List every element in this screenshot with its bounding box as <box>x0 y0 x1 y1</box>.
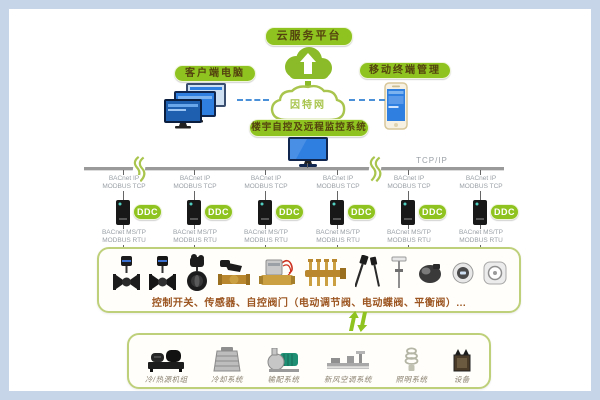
workstation-monitor-icon <box>288 137 328 169</box>
building-systems-box: 冷/热源机组 冷却系统 <box>127 333 491 389</box>
ddc-controller-icon <box>330 200 344 225</box>
smartphone-icon <box>384 82 408 130</box>
client-pc-label: 客户端电脑 <box>174 65 256 82</box>
system-item-distribution: 输配系统 <box>267 338 301 385</box>
tcpip-bus-line <box>84 167 504 171</box>
system-item-label: 设备 <box>453 375 470 384</box>
field-devices-box: 控制开关、传感器、自控阀门（电动调节阀、电动蝶阀、平衡阀）... <box>97 247 521 313</box>
system-item-chiller: 冷/热源机组 <box>145 338 188 385</box>
temperature-probes-icon <box>355 255 380 288</box>
manifold-icon <box>305 259 346 286</box>
flow-device-icon <box>483 261 507 285</box>
control-valve-icon <box>113 256 140 290</box>
ball-valve-icon <box>218 260 250 285</box>
system-item-equipment: 设备 <box>451 338 473 385</box>
system-item-label: 新风空调系统 <box>324 375 372 384</box>
system-item-label: 照明系统 <box>395 375 428 384</box>
ddc-controller-icon <box>401 200 415 225</box>
internet-cloud-icon <box>270 84 346 122</box>
damper-actuator-icon <box>419 264 441 283</box>
ddc-badge: DDC <box>275 204 304 220</box>
ddc-badge: DDC <box>418 204 447 220</box>
cloud-platform-label: 云服务平台 <box>265 27 353 46</box>
system-item-cooling: 冷却系统 <box>211 338 243 385</box>
system-title-label: 楼宇自控及远程监控系统 <box>249 119 369 137</box>
pressure-gauge-icon <box>452 262 474 284</box>
chiller-icon <box>146 346 186 372</box>
equipment-icon <box>451 346 473 372</box>
updown-arrows-icon <box>348 311 368 332</box>
control-valve-icon <box>149 256 176 290</box>
field-devices-caption: 控制开关、传感器、自控阀门（电动调节阀、电动蝶阀、平衡阀）... <box>151 298 467 309</box>
solenoid-valve-icon <box>259 259 295 285</box>
ahu-icon <box>325 346 371 372</box>
monitor-to-bus-line <box>307 163 308 168</box>
field-device-icons-row <box>113 251 507 295</box>
internet-to-mobile-link <box>349 99 385 101</box>
ddc-badge: DDC <box>347 204 376 220</box>
cooling-tower-icon <box>212 346 242 372</box>
system-item-label: 冷却系统 <box>211 375 244 384</box>
ddc-controller-icon <box>258 200 272 225</box>
ddc-controller-icon <box>187 200 201 225</box>
internet-label: 因特网 <box>290 100 326 111</box>
bus-break-icon <box>368 155 382 183</box>
pc-to-internet-link <box>237 99 269 101</box>
ddc-controller-icon <box>473 200 487 225</box>
ddc-badge: DDC <box>204 204 233 220</box>
insertion-sensor-icon <box>391 256 407 288</box>
lamp-icon <box>404 346 419 372</box>
butterfly-valve-icon <box>187 254 207 291</box>
ddc-badge: DDC <box>133 204 162 220</box>
system-item-label: 输配系统 <box>267 375 300 384</box>
client-computers-icon <box>164 83 246 133</box>
system-item-lighting: 照明系统 <box>395 338 427 385</box>
system-item-fresh-air: 新风空调系统 <box>324 338 372 385</box>
ddc-controller-icon <box>116 200 130 225</box>
system-item-label: 冷/热源机组 <box>145 375 188 384</box>
ddc-badge: DDC <box>490 204 519 220</box>
cloud-upload-icon <box>285 47 332 79</box>
tcpip-bus-label: TCP/IP <box>416 156 448 165</box>
pump-icon <box>267 346 301 372</box>
mobile-terminal-label: 移动终端管理 <box>359 62 451 79</box>
